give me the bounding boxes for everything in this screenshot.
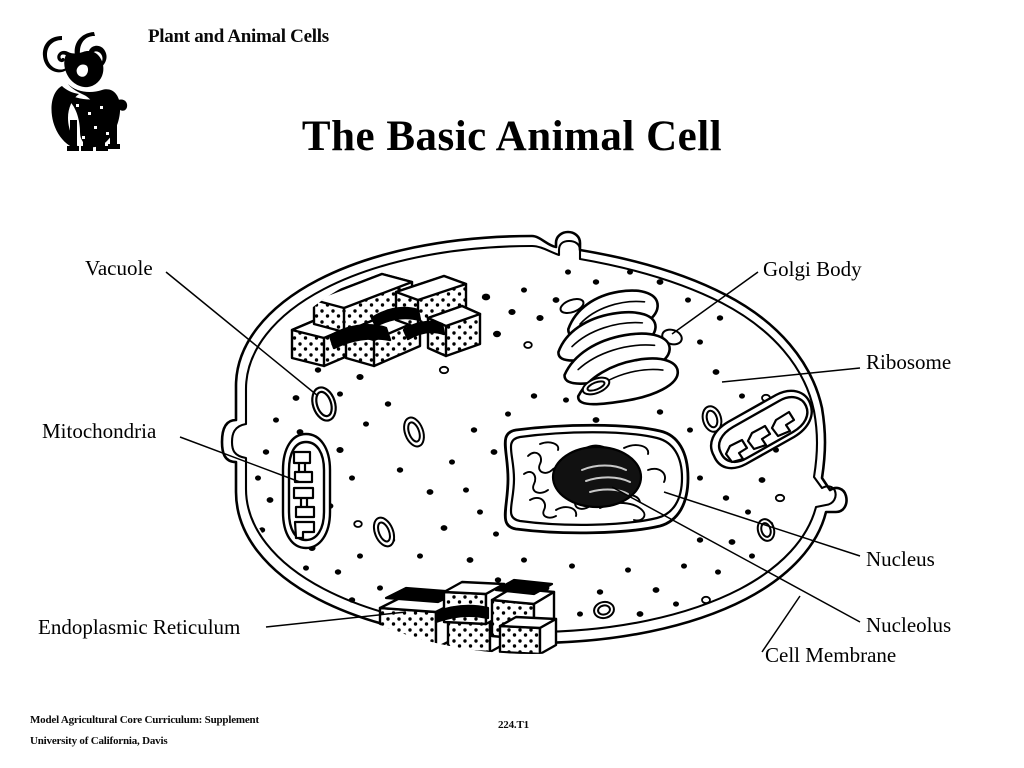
label-mitochondria: Mitochondria xyxy=(42,419,157,443)
footer-source: Model Agricultural Core Curriculum: Supp… xyxy=(30,710,259,753)
leader-mitochondria xyxy=(179,436,301,483)
label-endoplasmic-reticulum: Endoplasmic Reticulum xyxy=(38,615,241,639)
leader-endoplasmic-reticulum xyxy=(265,611,407,628)
bighorn-ram-silhouette-logo xyxy=(32,8,144,156)
golgi-vesicles xyxy=(559,298,611,396)
label-cell-membrane: Cell Membrane xyxy=(765,643,897,667)
header-title: Plant and Animal Cells xyxy=(148,26,329,47)
footer-line-1: Model Agricultural Core Curriculum: Supp… xyxy=(30,714,259,726)
leader-cell-membrane xyxy=(761,595,801,653)
leader-nucleolus xyxy=(611,486,861,623)
leader-golgi-body xyxy=(671,271,759,335)
leader-vacuole xyxy=(165,271,319,397)
label-leader-lines xyxy=(165,271,861,653)
footer-line-2: University of California, Davis xyxy=(30,735,168,748)
nucleolus-organelle xyxy=(551,445,643,509)
golgi-body-lumen-lines xyxy=(571,300,664,393)
page-title: The Basic Animal Cell xyxy=(301,113,723,160)
footer-page-number: 224.T1 xyxy=(498,719,529,731)
rough-er-upper-left xyxy=(290,272,482,368)
mitochondria-left-cristae xyxy=(292,450,316,540)
label-golgi-body: Golgi Body xyxy=(763,257,862,281)
rough-er-bottom xyxy=(378,578,558,654)
leader-ribosome xyxy=(721,367,861,383)
vesicle-organelles xyxy=(372,328,776,620)
ribosome-dots xyxy=(255,269,779,617)
label-vacuole: Vacuole xyxy=(85,256,153,280)
leader-nucleus xyxy=(663,491,861,557)
cell-membrane-inner xyxy=(230,239,837,634)
label-nucleus: Nucleus xyxy=(866,547,935,571)
mitochondria-right-cristae xyxy=(724,410,796,464)
label-ribosome: Ribosome xyxy=(866,350,952,374)
label-nucleolus: Nucleolus xyxy=(866,613,952,637)
